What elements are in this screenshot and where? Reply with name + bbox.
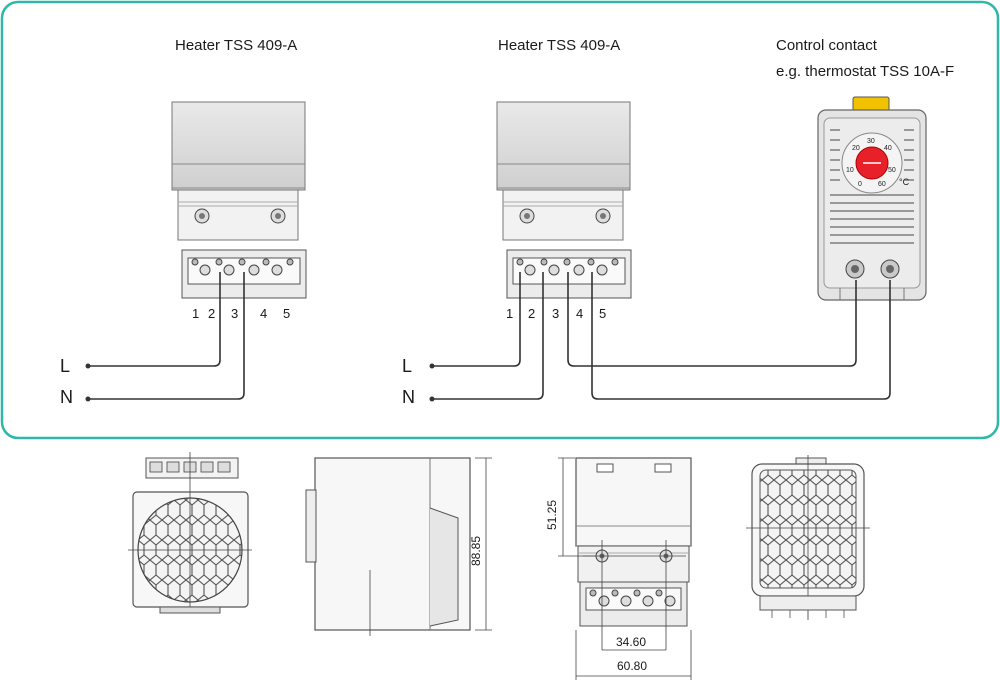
- heater1-terminal-3: 3: [231, 306, 238, 321]
- dim-width-outer: 60.80: [617, 659, 647, 673]
- view-back-terminals: 51.25 34.60 60.80: [545, 457, 692, 680]
- heater2-terminal-3: 3: [552, 306, 559, 321]
- thermostat-device: 20 30 40 10 50 0 60 °C: [817, 96, 927, 301]
- view-rear-grille: [746, 455, 870, 620]
- label-L-left: L: [60, 356, 70, 376]
- view-side: 88.85: [305, 457, 492, 636]
- control-title-line2: e.g. thermostat TSS 10A-F: [776, 63, 954, 80]
- wiring-left: [85, 272, 245, 402]
- wiring-right: [429, 272, 891, 402]
- wire-L-left: [88, 272, 221, 367]
- scale-20: 20: [852, 145, 860, 152]
- dim-height-front: 51.25: [545, 500, 559, 530]
- wire-control-2: [591, 272, 891, 400]
- label-N-left: N: [60, 387, 73, 407]
- scale-unit: °C: [899, 177, 910, 187]
- control-title-line1: Control contact: [776, 37, 878, 54]
- dim-width-inner: 34.60: [616, 635, 646, 649]
- heater1-terminal-numbers: 1 2 3 4 5: [192, 306, 290, 321]
- dim-height-side: 88.85: [469, 536, 483, 566]
- scale-50: 50: [888, 167, 896, 174]
- heater1-device: [171, 101, 307, 299]
- view-front-grille: [128, 452, 252, 614]
- heater2-title: Heater TSS 409-A: [498, 37, 620, 54]
- label-L-right: L: [402, 356, 412, 376]
- scale-10: 10: [846, 167, 854, 174]
- heater2-terminal-numbers: 1 2 3 4 5: [506, 306, 606, 321]
- label-N-right: N: [402, 387, 415, 407]
- wire-N-right: [432, 272, 544, 400]
- heater2-terminal-5: 5: [599, 306, 606, 321]
- heater2-terminal-2: 2: [528, 306, 535, 321]
- wire-control-1: [567, 272, 857, 367]
- wire-L-right: [432, 272, 521, 367]
- scale-30: 30: [867, 138, 875, 145]
- heater2-terminal-4: 4: [576, 306, 583, 321]
- heater2-terminal-1: 1: [506, 306, 513, 321]
- heater1-terminal-1: 1: [192, 306, 199, 321]
- scale-0: 0: [858, 181, 862, 188]
- heater1-terminal-4: 4: [260, 306, 267, 321]
- heater2-device: [496, 101, 632, 299]
- scale-40: 40: [884, 145, 892, 152]
- heater1-title: Heater TSS 409-A: [175, 37, 297, 54]
- heater1-terminal-5: 5: [283, 306, 290, 321]
- heater1-terminal-2: 2: [208, 306, 215, 321]
- scale-60: 60: [878, 181, 886, 188]
- wire-N-left: [88, 272, 245, 400]
